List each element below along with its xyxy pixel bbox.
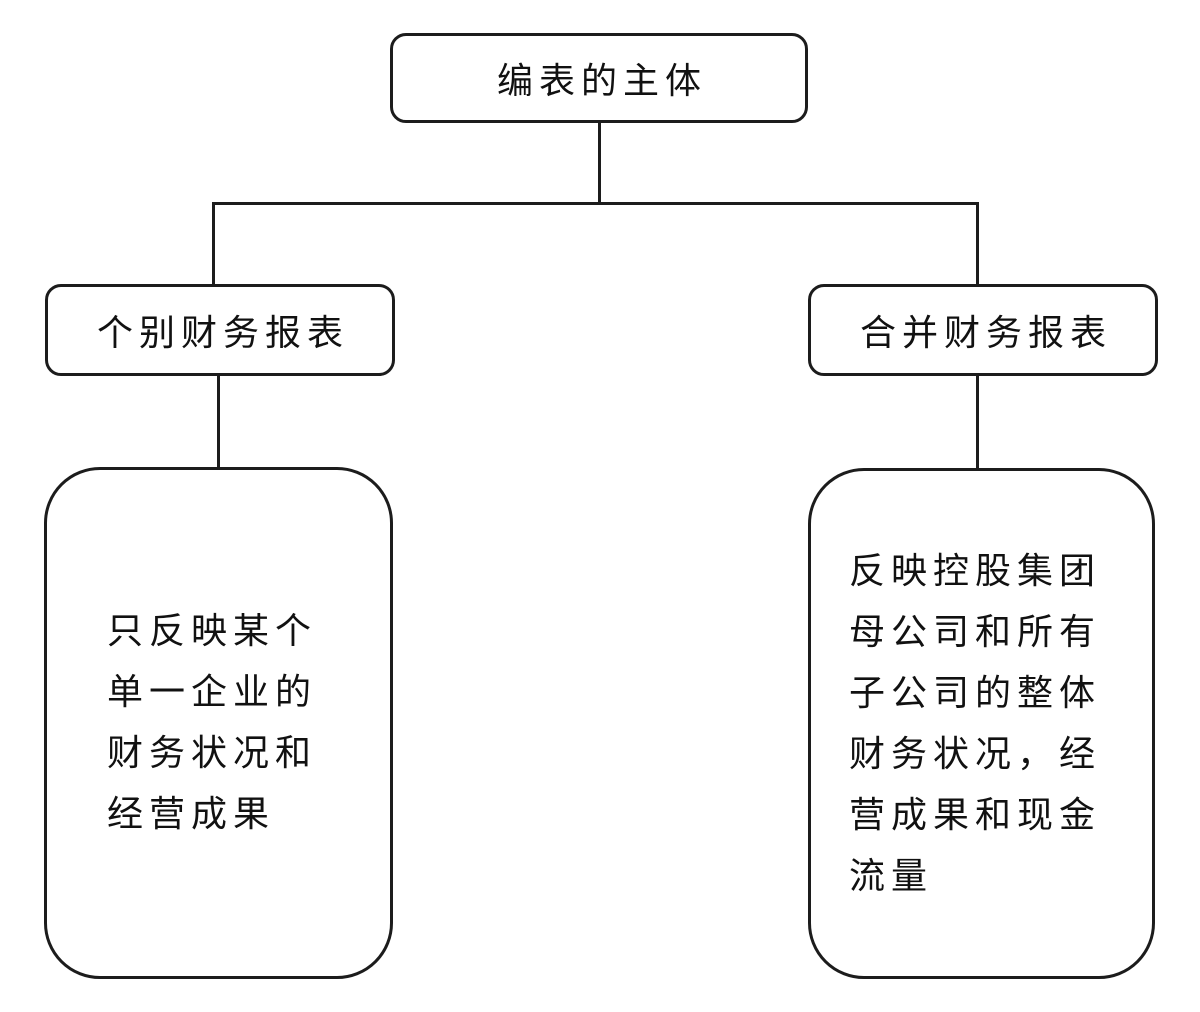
description-node-individual: 只反映某个 单一企业的 财务状况和 经营成果 bbox=[44, 467, 393, 979]
branch-node-label: 个别财务报表 bbox=[96, 313, 349, 353]
description-text: 反映控股集团 母公司和所有 子公司的整体 财务状况，经 营成果和现金 流量 bbox=[849, 550, 1102, 896]
branch-node-label: 合并财务报表 bbox=[859, 313, 1112, 353]
connector-left-drop bbox=[212, 202, 215, 287]
branch-node-individual-statements: 个别财务报表 bbox=[45, 284, 395, 376]
connector-right-description bbox=[976, 374, 979, 471]
description-node-consolidated: 反映控股集团 母公司和所有 子公司的整体 财务状况，经 营成果和现金 流量 bbox=[808, 468, 1155, 979]
root-node: 编表的主体 bbox=[390, 33, 808, 123]
connector-root-stem bbox=[598, 123, 601, 205]
description-text: 只反映某个 单一企业的 财务状况和 经营成果 bbox=[107, 611, 318, 834]
connector-right-drop bbox=[976, 202, 979, 287]
root-node-label: 编表的主体 bbox=[496, 61, 707, 101]
connector-left-description bbox=[217, 374, 220, 470]
branch-node-consolidated-statements: 合并财务报表 bbox=[808, 284, 1158, 376]
connector-branch-crossbar bbox=[212, 202, 979, 205]
